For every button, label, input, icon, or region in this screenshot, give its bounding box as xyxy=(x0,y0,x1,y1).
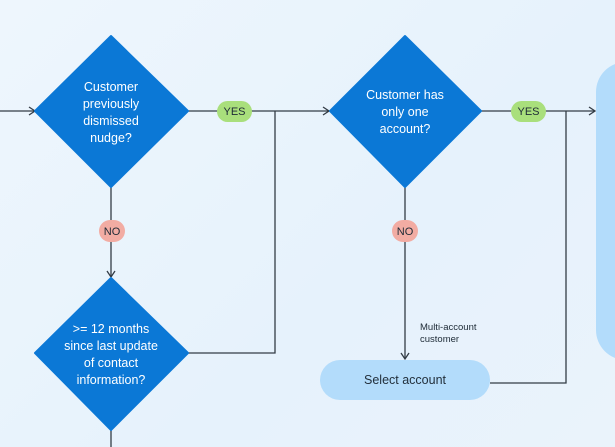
decision-text: previously xyxy=(83,97,140,111)
no-badge: NO xyxy=(392,220,418,242)
connector-select-account xyxy=(490,111,567,384)
decision-text: >= 12 months xyxy=(73,322,149,336)
process-label: Select account xyxy=(364,373,447,387)
process-select-account: Select account xyxy=(320,360,490,400)
decision-text: since last update xyxy=(64,339,158,353)
decision-text: nudge? xyxy=(90,131,132,145)
multi-account-label: Multi-account xyxy=(420,322,477,333)
decision-text: dismissed xyxy=(83,114,139,128)
decision-one-account: Customer has only one account? xyxy=(329,35,482,188)
no-label: NO xyxy=(104,226,121,238)
yes-badge: YES xyxy=(511,101,546,122)
no-badge: NO xyxy=(99,220,125,242)
yes-badge: YES xyxy=(217,101,252,122)
decision-text: information? xyxy=(77,373,146,387)
decision-dismissed-nudge: Customer previously dismissed nudge? xyxy=(34,35,189,188)
next-step-panel xyxy=(596,64,615,358)
yes-label: YES xyxy=(517,106,539,118)
decision-text: Customer xyxy=(84,80,138,94)
no-label: NO xyxy=(397,226,414,238)
decision-12-months: >= 12 months since last update of contac… xyxy=(34,277,189,431)
decision-text: only one xyxy=(381,105,428,119)
decision-text: account? xyxy=(380,122,431,136)
decision-text: of contact xyxy=(84,356,139,370)
multi-account-label: customer xyxy=(420,334,459,345)
decision-text: Customer has xyxy=(366,88,444,102)
yes-label: YES xyxy=(223,106,245,118)
connector-12-months xyxy=(188,111,276,354)
